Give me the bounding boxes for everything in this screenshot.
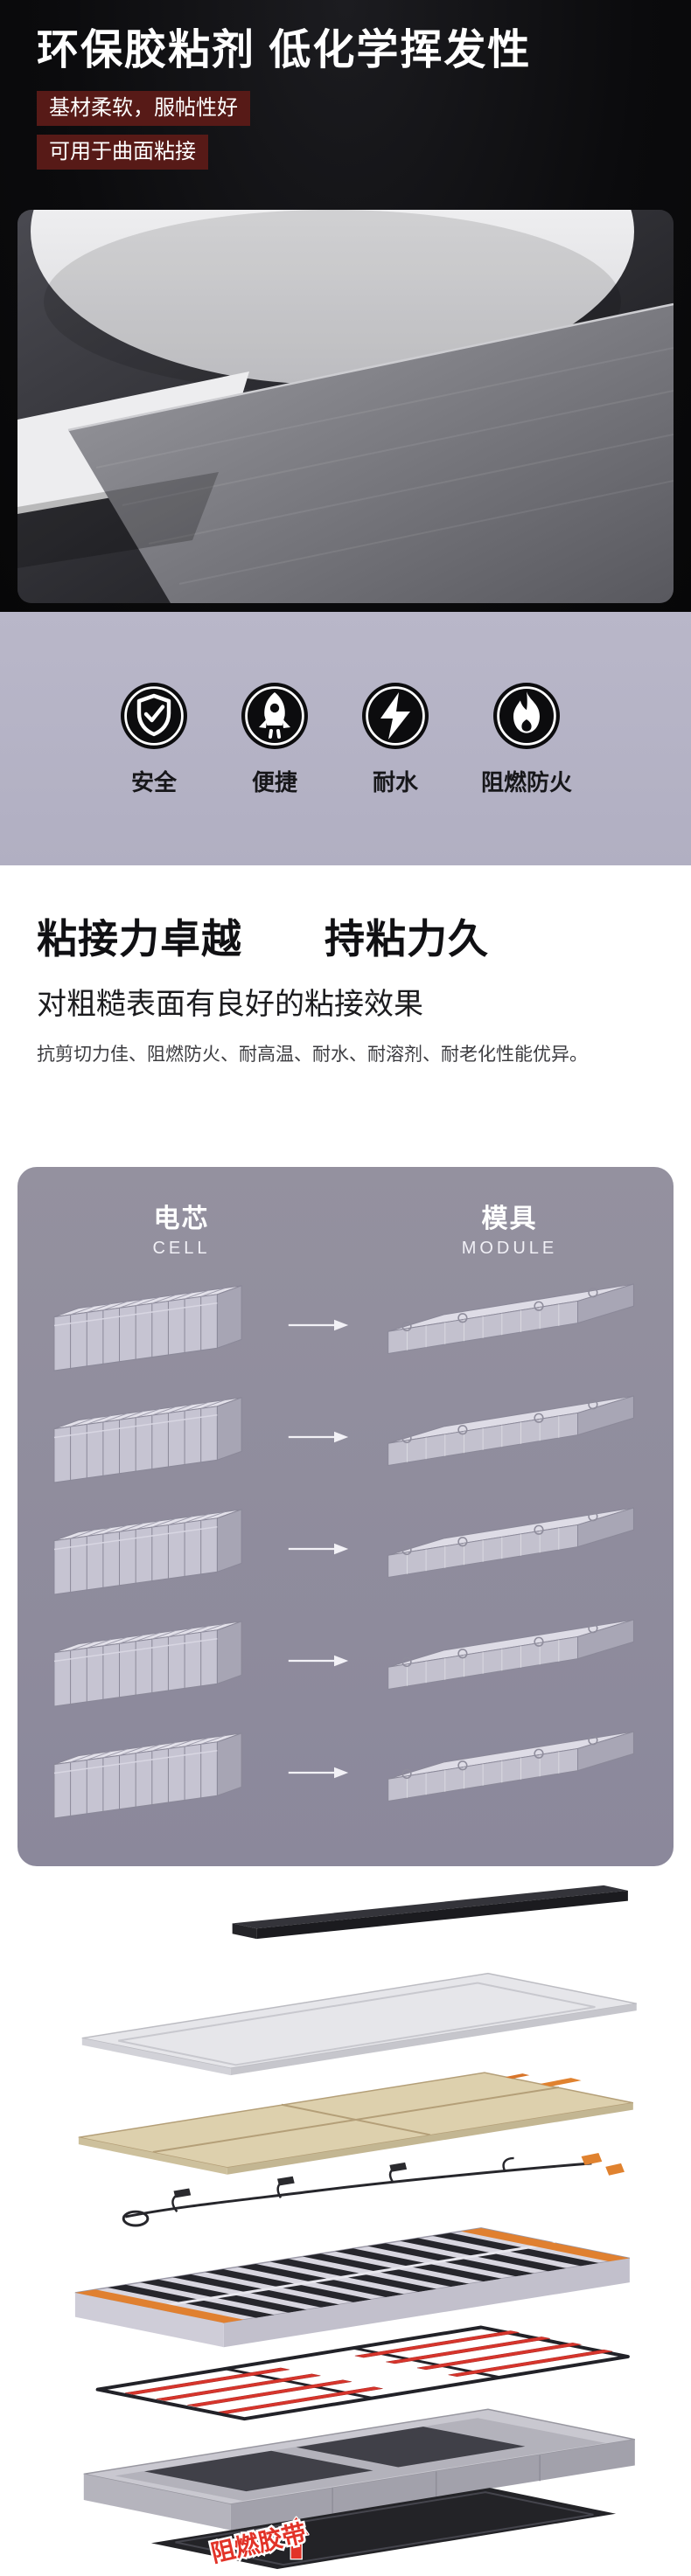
hero-subtitle-1: 基材柔软，服帖性好 (37, 91, 250, 126)
flame-icon (492, 681, 562, 751)
cell-pack-illustration (47, 1387, 255, 1487)
right-arrow-icon (287, 1541, 350, 1557)
cell-subtitle: CELL (152, 1239, 211, 1258)
hero-subtitle-2: 可用于曲面粘接 (37, 135, 208, 170)
module-title: 模具 (481, 1205, 538, 1233)
adhesion-section: 粘接力卓越 持粘力久 对粗糙表面有良好的粘接效果 抗剪切力佳、阻燃防火、耐高温、… (0, 865, 691, 1167)
cell-title: 电芯 (153, 1205, 210, 1233)
hero-title: 环保胶粘剂 低化学挥发性 (37, 27, 532, 73)
process-header: 电芯 CELL 模具 MODULE (17, 1197, 674, 1259)
cell-pack-illustration (47, 1723, 255, 1823)
tray-layer (83, 2408, 635, 2531)
process-rows (17, 1269, 674, 1829)
module-illustration (381, 1616, 644, 1705)
adhesion-subtitle: 对粗糙表面有良好的粘接效果 (37, 988, 423, 1021)
lightning-icon (360, 681, 430, 751)
adhesion-title: 粘接力卓越 持粘力久 (37, 916, 489, 962)
feature-item-safety: 安全 (119, 681, 189, 797)
wiring-harness-layer (122, 2153, 625, 2227)
feature-item-convenient: 便捷 (240, 681, 310, 797)
features-band: 安全 便捷 (0, 612, 691, 865)
tape-strips-layer (95, 2325, 630, 2421)
adhesion-description: 抗剪切力佳、阻燃防火、耐高温、耐水、耐溶剂、耐老化性能优异。 (37, 1045, 588, 1065)
process-row (17, 1493, 674, 1605)
process-panel: 电芯 CELL 模具 MODULE (17, 1167, 674, 1866)
shield-check-icon (119, 681, 189, 751)
feature-label: 安全 (130, 768, 177, 795)
process-row (17, 1381, 674, 1493)
right-arrow-icon (287, 1765, 350, 1781)
feature-label: 耐水 (372, 768, 418, 795)
module-illustration (381, 1504, 644, 1594)
process-section: 电芯 CELL 模具 MODULE (0, 1167, 691, 1875)
cell-column-header: 电芯 CELL (17, 1197, 346, 1259)
right-arrow-icon (287, 1429, 350, 1445)
module-subtitle: MODULE (461, 1239, 558, 1258)
feature-item-water-resistant: 耐水 (360, 681, 430, 797)
battery-modules-layer (74, 2227, 631, 2348)
feature-item-flame-retardant: 阻燃防火 (481, 681, 572, 797)
cell-pack-illustration (47, 1275, 255, 1375)
cooling-panels-layer (78, 2072, 633, 2175)
process-row (17, 1717, 674, 1829)
module-illustration (381, 1281, 644, 1370)
product-photo (17, 210, 674, 603)
right-arrow-icon (287, 1317, 350, 1333)
module-column-header: 模具 MODULE (346, 1197, 674, 1259)
bottom-mat-layer (150, 2488, 617, 2569)
exploded-view-section: 阻燃胶带 (0, 1878, 691, 2576)
module-illustration (381, 1728, 644, 1817)
feature-label: 阻燃防火 (480, 768, 572, 795)
process-row (17, 1605, 674, 1717)
hero-section: 环保胶粘剂 低化学挥发性 基材柔软，服帖性好 可用于曲面粘接 (0, 0, 691, 612)
feature-label: 便捷 (251, 768, 297, 795)
top-busbar-layer (232, 1885, 628, 1940)
cell-pack-illustration (47, 1499, 255, 1599)
module-illustration (381, 1392, 644, 1482)
rocket-icon (240, 681, 310, 751)
right-arrow-icon (287, 1653, 350, 1669)
callout-arrow (283, 2516, 310, 2560)
process-row (17, 1269, 674, 1381)
cell-pack-illustration (47, 1611, 255, 1711)
tape-roll-image (17, 210, 674, 603)
cover-plate-layer (81, 1972, 637, 2076)
battery-pack-exploded-illustration: 阻燃胶带 (74, 1885, 637, 2569)
